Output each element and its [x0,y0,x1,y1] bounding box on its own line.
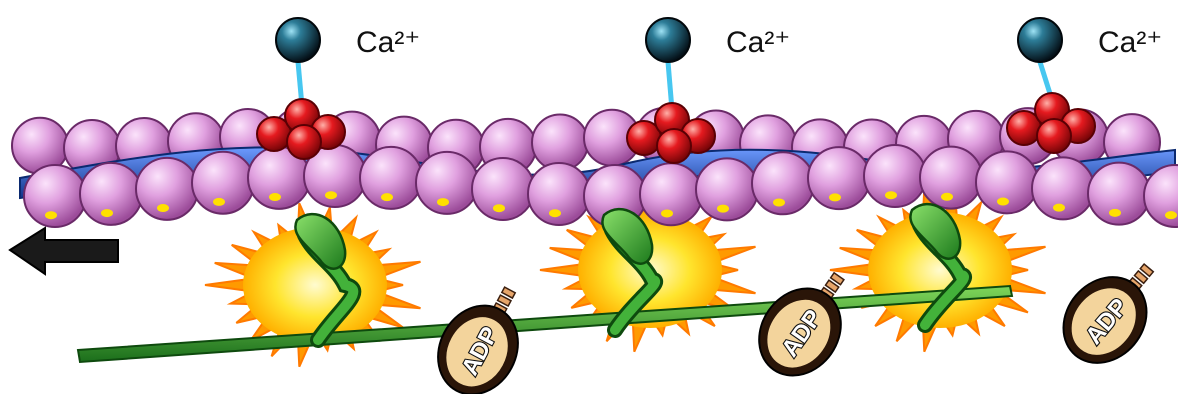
actin-monomer [192,152,254,214]
actin-monomer [920,147,982,209]
actin-monomer [80,163,142,225]
actin-monomer [808,147,870,209]
calcium-ion [276,18,320,62]
actin-monomer [752,152,814,214]
actin-monomer [864,145,926,207]
adp-molecule: ADP [1046,243,1177,379]
movement-arrow-icon [10,228,118,274]
actin-monomer [136,158,198,220]
actin-monomer [1088,163,1150,225]
actin-monomer [528,163,590,225]
actin-monomer [24,165,86,227]
calcium-label: Ca²⁺ [726,26,790,59]
actin-monomer [640,163,702,225]
myosin-thick-filament [78,286,1012,362]
actin-monomer [696,158,758,220]
calcium-label: Ca²⁺ [1098,26,1162,59]
calcium-ion [1018,18,1062,62]
calcium-label: Ca²⁺ [356,26,420,59]
actin-monomer [976,151,1038,213]
actin-monomer [1032,157,1094,219]
actin-monomer [472,158,534,220]
actin-monomer [360,147,422,209]
actin-monomer [416,152,478,214]
adp-molecule: ADP [742,255,870,392]
calcium-ion [646,18,690,62]
